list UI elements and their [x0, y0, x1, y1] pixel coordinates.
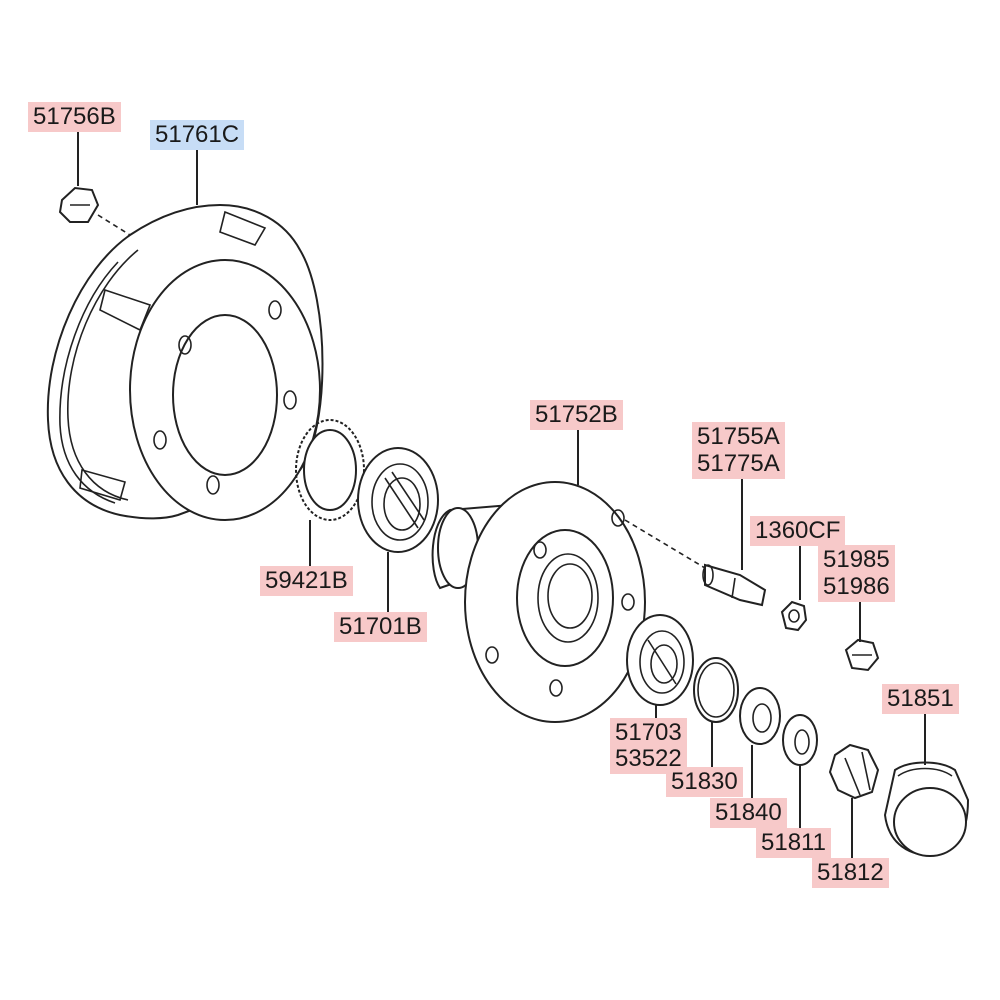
tone-ring — [295, 419, 365, 521]
brake-drum — [46, 203, 324, 521]
castle-nut — [828, 743, 880, 800]
drum-nut — [58, 186, 131, 236]
part-label-51986[interactable]: 51986 — [818, 572, 895, 602]
part-label-51985[interactable]: 51985 — [818, 545, 895, 575]
o-ring — [693, 657, 739, 723]
hub-cap — [883, 761, 970, 857]
wheel-stud — [624, 519, 767, 607]
washer-1 — [739, 687, 781, 745]
small-nut — [780, 600, 808, 632]
part-label-59421B[interactable]: 59421B — [260, 566, 353, 596]
part-label-51761C[interactable]: 51761C — [150, 120, 245, 150]
part-label-51812[interactable]: 51812 — [812, 858, 889, 888]
part-label-51851[interactable]: 51851 — [882, 684, 959, 714]
part-label-51752B[interactable]: 51752B — [530, 400, 623, 430]
part-label-51830[interactable]: 51830 — [666, 767, 743, 797]
part-label-51775A[interactable]: 51775A — [692, 449, 785, 479]
part-label-51703[interactable]: 51703 — [610, 718, 687, 748]
part-label-51811[interactable]: 51811 — [756, 828, 831, 858]
inner-bearing — [626, 614, 694, 706]
part-label-51755A[interactable]: 51755A — [692, 422, 785, 452]
hex-nut — [844, 638, 880, 672]
part-label-51840[interactable]: 51840 — [710, 798, 787, 828]
wheel-hub — [431, 481, 646, 723]
part-label-51701B[interactable]: 51701B — [334, 612, 427, 642]
washer-2 — [782, 714, 818, 766]
part-label-51756B[interactable]: 51756B — [28, 102, 121, 132]
leader-lines — [77, 132, 926, 860]
outer-bearing — [357, 447, 439, 553]
part-label-1360CF[interactable]: 1360CF — [750, 516, 846, 546]
